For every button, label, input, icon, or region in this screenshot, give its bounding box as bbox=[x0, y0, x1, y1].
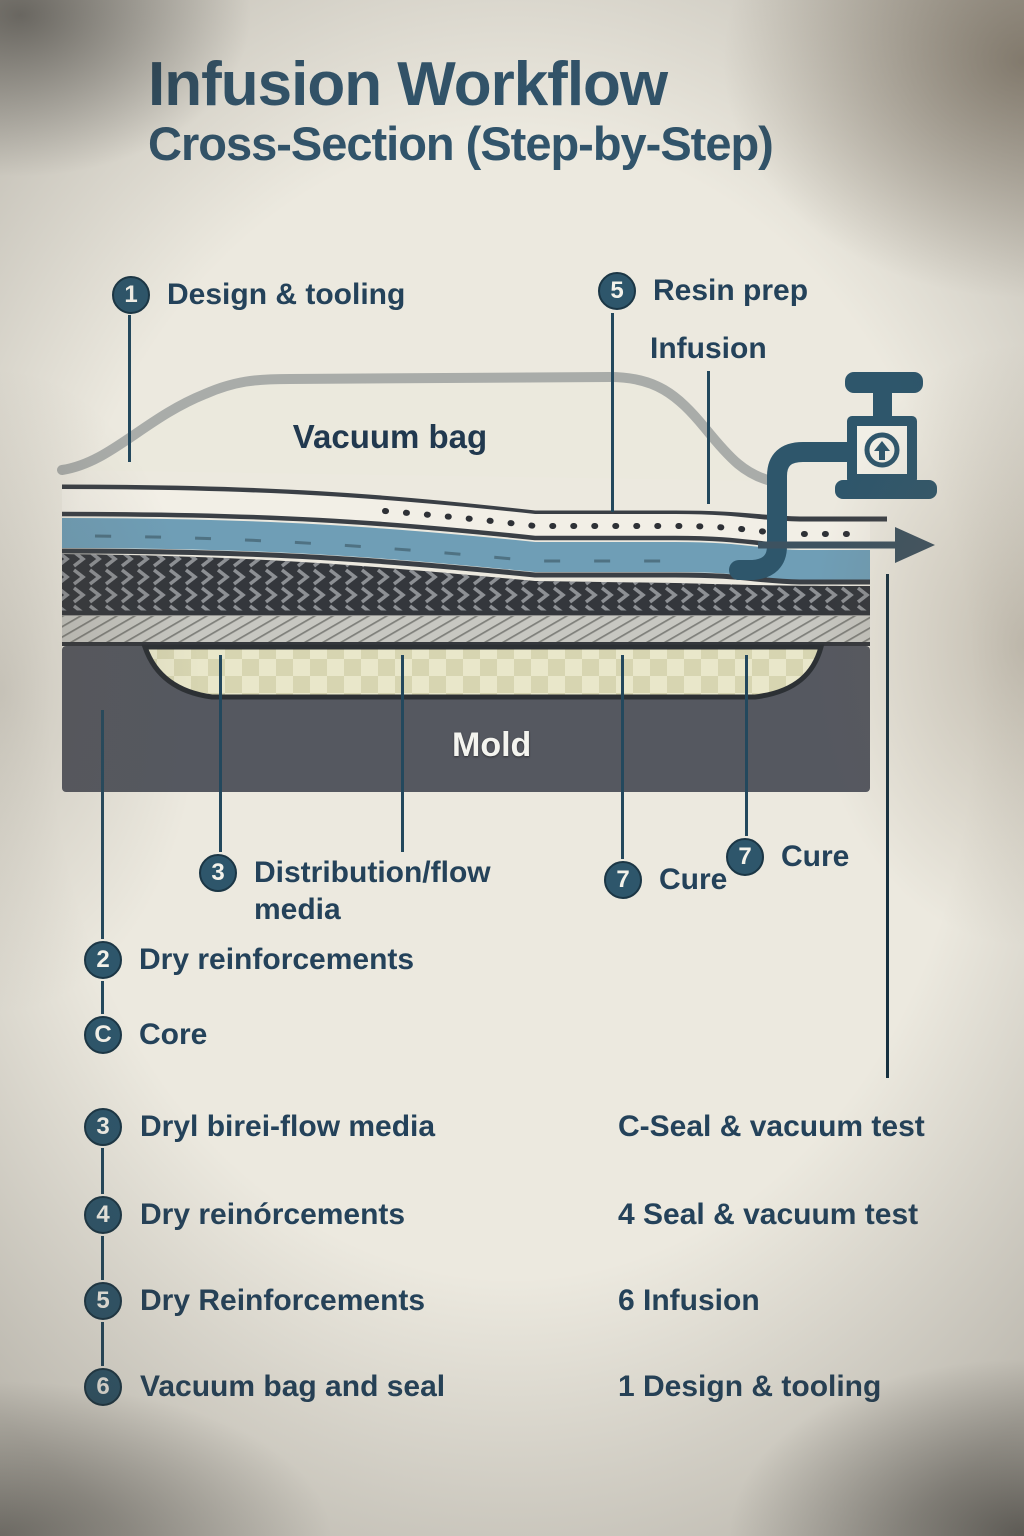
connector-line-3-4 bbox=[101, 1148, 104, 1194]
callout-cure-b-label: Cure bbox=[781, 840, 850, 873]
callout-line-infusion bbox=[707, 371, 710, 504]
connector-line-5-6 bbox=[101, 1322, 104, 1366]
legend-left-label-2: Dry reinórcements bbox=[140, 1198, 406, 1231]
legend-right-label-2: 4 Seal & vacuum test bbox=[618, 1198, 919, 1231]
legend-step-marker-6: 6 bbox=[84, 1368, 122, 1406]
right-edge-line bbox=[886, 574, 889, 1078]
callout-distribution-label: Distribution/flow media bbox=[254, 854, 491, 928]
legend-right-label-3: 6 Infusion bbox=[618, 1284, 760, 1317]
callout-resin-prep-label: Resin prep bbox=[653, 274, 809, 307]
legend-step-marker-3: 3 bbox=[84, 1108, 122, 1146]
legend-left-row-1: 3 Dryl birei-flow media bbox=[84, 1108, 435, 1146]
callout-dry-label: Dry reinforcements bbox=[139, 943, 415, 976]
step-marker-2: 2 bbox=[84, 941, 122, 979]
step-marker-3: 3 bbox=[199, 854, 237, 892]
callout-cure-a: 7 Cure bbox=[604, 861, 727, 899]
callout-core-label: Core bbox=[139, 1018, 208, 1051]
legend-left-row-4: 6 Vacuum bag and seal bbox=[84, 1368, 445, 1406]
step-marker-c: C bbox=[84, 1016, 122, 1054]
legend-right-row-1: C-Seal & vacuum test bbox=[618, 1108, 925, 1146]
legend-step-marker-5: 5 bbox=[84, 1282, 122, 1320]
step-marker-7a: 7 bbox=[604, 861, 642, 899]
mold-shape bbox=[62, 644, 870, 792]
callout-resin-prep: 5 Resin prep bbox=[598, 272, 808, 310]
callout-line-media bbox=[401, 655, 404, 852]
legend-left-label-3: Dry Reinforcements bbox=[140, 1284, 426, 1317]
callout-distribution-line1: Distribution/flow bbox=[254, 856, 491, 889]
callout-line-distribution bbox=[219, 655, 222, 852]
callout-distribution-line2: media bbox=[254, 893, 341, 926]
mold-label: Mold bbox=[452, 726, 532, 764]
step-marker-5: 5 bbox=[598, 272, 636, 310]
callout-core: C Core bbox=[84, 1016, 207, 1054]
legend-right-label-1: C-Seal & vacuum test bbox=[618, 1110, 925, 1143]
title-line1: Infusion Workflow bbox=[148, 50, 668, 119]
step-marker-7b: 7 bbox=[726, 838, 764, 876]
callout-design-tooling: 1 Design & tooling bbox=[112, 276, 405, 314]
step-marker-1: 1 bbox=[112, 276, 150, 314]
legend-right-row-3: 6 Infusion bbox=[618, 1282, 760, 1320]
title-line2: Cross-Section (Step-by-Step) bbox=[148, 117, 774, 171]
callout-line-cure-a bbox=[621, 655, 624, 859]
callout-line-dry bbox=[101, 710, 104, 939]
callout-line-cure-b bbox=[745, 655, 748, 836]
page-title: Infusion Workflow Cross-Section (Step-by… bbox=[148, 50, 774, 171]
callout-distribution: 3 Distribution/flow media bbox=[199, 854, 491, 928]
vacuum-bag-label: Vacuum bag bbox=[292, 418, 488, 455]
vacuum-pump-icon bbox=[835, 372, 937, 499]
callout-cure-b: 7 Cure bbox=[726, 838, 849, 876]
legend-left-row-2: 4 Dry reinórcements bbox=[84, 1196, 405, 1234]
callout-cure-a-label: Cure bbox=[659, 863, 728, 896]
callout-line-resin bbox=[611, 313, 614, 512]
callout-infusion-label: Infusion bbox=[650, 332, 767, 365]
legend-step-marker-4: 4 bbox=[84, 1196, 122, 1234]
connector-line-2-c bbox=[101, 981, 104, 1014]
legend-left-label-4: Vacuum bag and seal bbox=[140, 1370, 446, 1403]
legend-right-label-4: 1 Design & tooling bbox=[618, 1370, 882, 1403]
connector-line-4-5 bbox=[101, 1236, 104, 1280]
legend-left-label-1: Dryl birei-flow media bbox=[140, 1110, 436, 1143]
callout-design-tooling-label: Design & tooling bbox=[167, 278, 406, 311]
legend-left-row-3: 5 Dry Reinforcements bbox=[84, 1282, 425, 1320]
core-shape bbox=[141, 644, 825, 700]
callout-dry-reinforcements: 2 Dry reinforcements bbox=[84, 941, 414, 979]
legend-right-row-2: 4 Seal & vacuum test bbox=[618, 1196, 918, 1234]
callout-line-design bbox=[128, 315, 131, 462]
legend-right-row-4: 1 Design & tooling bbox=[618, 1368, 881, 1406]
